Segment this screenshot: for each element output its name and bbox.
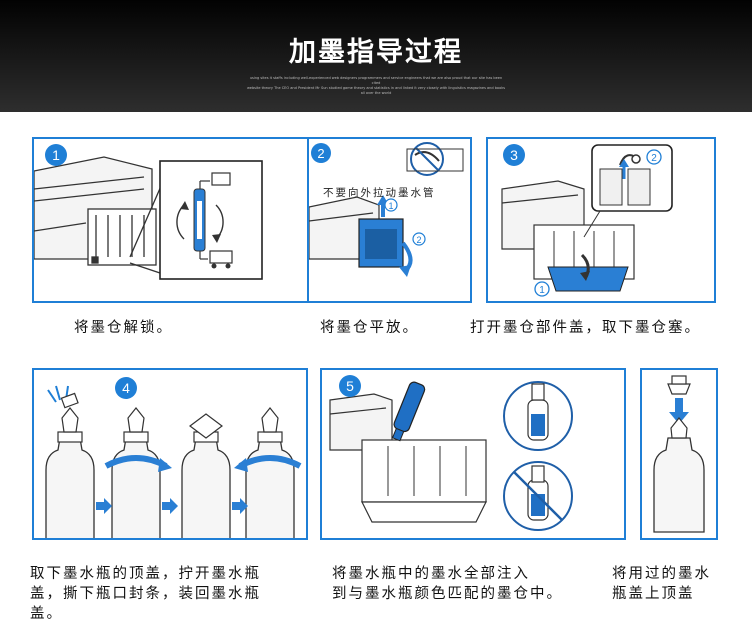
printer-icon (329, 393, 393, 451)
right-arrow-icon (96, 498, 112, 514)
ink-bottle-icon (45, 385, 95, 538)
step-6-caption: 将用过的墨水 瓶盖上顶盖 (612, 564, 711, 604)
step-4-number: 4 (122, 380, 130, 396)
ink-bottle-icon (653, 417, 705, 533)
step-1-number: 1 (52, 147, 60, 163)
step-6-caption-line2: 瓶盖上顶盖 (612, 586, 695, 602)
ink-bottle-icon (181, 413, 231, 538)
sub-marker-2: 2 (651, 153, 657, 164)
step-6-caption-line1: 将用过的墨水 (612, 566, 711, 582)
step-4-illustration: 4 (45, 377, 302, 538)
sub-marker-2: 2 (416, 235, 421, 245)
ink-bottle-icon (104, 407, 172, 538)
lock-arrow-icon (176, 172, 233, 269)
step-5-caption-line2: 到与墨水瓶颜色匹配的墨仓中。 (332, 586, 563, 602)
ink-bottle-icon (503, 381, 573, 451)
step-5-illustration: 5 (329, 375, 573, 531)
step-2-number: 2 (317, 146, 324, 161)
step-2-panel-frame: 1 2 2 不要向外拉动墨水管 (307, 137, 472, 303)
step-5-caption-line1: 将墨水瓶中的墨水全部注入 (332, 566, 530, 582)
sub-marker-1: 1 (388, 201, 393, 211)
step-4-caption-line2: 盖，撕下瓶口封条，装回墨水瓶 (30, 586, 261, 602)
step-4-panel: 4 (32, 368, 308, 540)
prohibited-icon (410, 142, 444, 176)
cap-icon (667, 375, 691, 395)
step-1-badge: 1 (45, 144, 67, 166)
right-arrow-icon (162, 498, 178, 514)
banner-subtitle-line1: using sites it staffs including well-exp… (249, 76, 503, 85)
step-3-badge: 3 (503, 144, 525, 166)
step-3-panel: 2 1 3 (486, 137, 716, 303)
prohibited-icon (503, 461, 573, 531)
step-5-panel: 5 (320, 368, 626, 540)
step-5-number: 5 (346, 378, 354, 394)
step-6-illustration (653, 375, 705, 533)
step-2-badge: 2 (311, 143, 331, 163)
banner-subtitle: using sites it staffs including well-exp… (246, 76, 506, 96)
banner-subtitle-line2: website theory The CEO and President Mr … (246, 86, 506, 95)
header-banner: 加墨指导过程 using sites it staffs including w… (0, 0, 752, 112)
printer-icon (34, 156, 157, 266)
tube-warning-text: 不要向外拉动墨水管 (323, 187, 436, 199)
step-5-caption: 将墨水瓶中的墨水全部注入 到与墨水瓶颜色匹配的墨仓中。 (332, 564, 563, 604)
step-1-illustration: 1 (34, 144, 263, 280)
step-6-panel (640, 368, 718, 540)
page-title: 加墨指导过程 (289, 37, 463, 68)
sub-marker-1: 1 (539, 285, 545, 296)
step-2-caption: 将墨仓平放。 (320, 320, 419, 336)
step-4-badge: 4 (115, 377, 137, 399)
step-3-illustration: 2 1 3 (501, 144, 673, 297)
step-4-caption-line1: 取下墨水瓶的顶盖，拧开墨水瓶 (30, 566, 261, 582)
step-4-caption-line3: 盖。 (30, 606, 63, 622)
step-5-badge: 5 (339, 375, 361, 397)
step-3-caption: 打开墨仓部件盖，取下墨仓塞。 (470, 320, 701, 336)
step-2-illustration: 1 2 2 (309, 142, 464, 277)
ink-bottle-icon (391, 381, 426, 442)
right-arrow-icon (232, 498, 248, 514)
step-4-caption: 取下墨水瓶的顶盖，拧开墨水瓶 盖，撕下瓶口封条，装回墨水瓶 盖。 (30, 564, 261, 624)
step-1-caption: 将墨仓解锁。 (74, 320, 173, 336)
step-3-number: 3 (510, 147, 518, 163)
ink-tank (358, 218, 404, 268)
ink-bottle-icon (234, 407, 302, 538)
